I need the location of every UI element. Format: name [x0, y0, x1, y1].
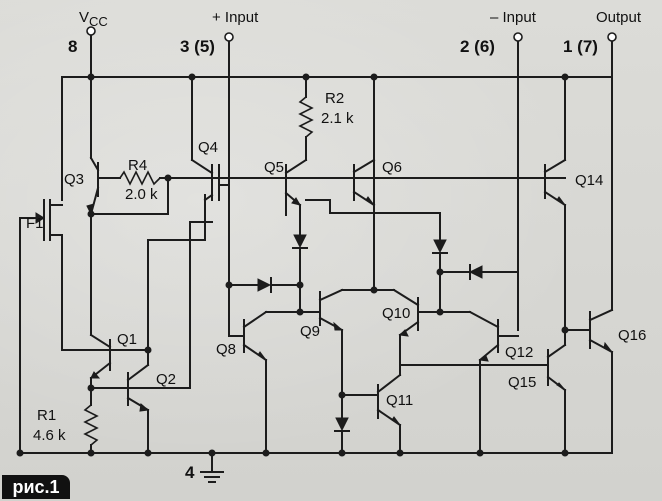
- transistor-q1: [89, 333, 152, 380]
- diode-q10-bias: [432, 239, 448, 313]
- transistor-q8: [228, 291, 301, 454]
- label-q6: Q6: [382, 159, 402, 176]
- label-r1-value: 4.6 k: [33, 427, 66, 444]
- transistor-q3: [86, 76, 121, 216]
- minus-input-pin: [513, 32, 523, 331]
- minus-input-pin-number: 2 (6): [460, 37, 495, 56]
- label-q2: Q2: [156, 371, 176, 388]
- resistor-r1: [83, 404, 99, 457]
- transistor-q4: [190, 76, 230, 202]
- label-q4: Q4: [198, 139, 218, 156]
- ground-pin-number: 4: [185, 463, 195, 482]
- transistor-q15: [546, 329, 569, 457]
- transistor-q11: [341, 364, 402, 454]
- transistor-q10: [392, 288, 444, 366]
- resistor-r2: [298, 76, 314, 161]
- plus-input-pin: [224, 32, 234, 293]
- label-q5: Q5: [264, 159, 284, 176]
- transistor-q16: [564, 308, 614, 454]
- transistor-q2: [126, 239, 150, 454]
- output-pin-number: 1 (7): [563, 37, 598, 56]
- transistor-q5: [284, 158, 308, 236]
- ground-pin: [200, 449, 224, 483]
- label-q11: Q11: [386, 392, 413, 409]
- label-q1: Q1: [117, 331, 137, 348]
- plus-input-pin-number: 3 (5): [180, 37, 215, 56]
- label-q15: Q15: [508, 374, 536, 391]
- label-q9: Q9: [300, 323, 320, 340]
- diode-input-link: [225, 277, 301, 293]
- diode-q5-emitter: [292, 234, 308, 289]
- label-r2: R2: [325, 90, 344, 107]
- vcc-label: VCC: [79, 9, 108, 29]
- transistor-q12: [439, 310, 519, 454]
- label-q12: Q12: [505, 344, 533, 361]
- output-label: Output: [596, 9, 642, 26]
- figure-tag: рис.1: [2, 475, 70, 499]
- label-r2-value: 2.1 k: [321, 110, 354, 127]
- output-pin: [607, 32, 617, 311]
- label-r4-value: 2.0 k: [125, 186, 158, 203]
- label-r4: R4: [128, 157, 147, 174]
- label-r1: R1: [37, 407, 56, 424]
- fet-f1: [16, 76, 111, 457]
- label-q3: Q3: [64, 171, 84, 188]
- minus-input-label: – Input: [490, 9, 537, 26]
- label-q8: Q8: [216, 341, 236, 358]
- label-f1: F1: [26, 215, 44, 232]
- label-q14: Q14: [575, 172, 603, 189]
- plus-input-label: + Input: [212, 9, 259, 26]
- diode-q9-emitter: [334, 394, 350, 454]
- transistor-q9: [296, 284, 346, 399]
- transistor-q14: [543, 76, 569, 334]
- label-q10: Q10: [382, 305, 410, 322]
- vcc-pin-number: 8: [68, 37, 77, 56]
- transistor-q6: [352, 158, 376, 207]
- diode-minus-input-link: [439, 264, 519, 280]
- vcc-pin: [86, 26, 96, 81]
- label-q16: Q16: [618, 327, 646, 344]
- resistor-r4: [119, 170, 566, 215]
